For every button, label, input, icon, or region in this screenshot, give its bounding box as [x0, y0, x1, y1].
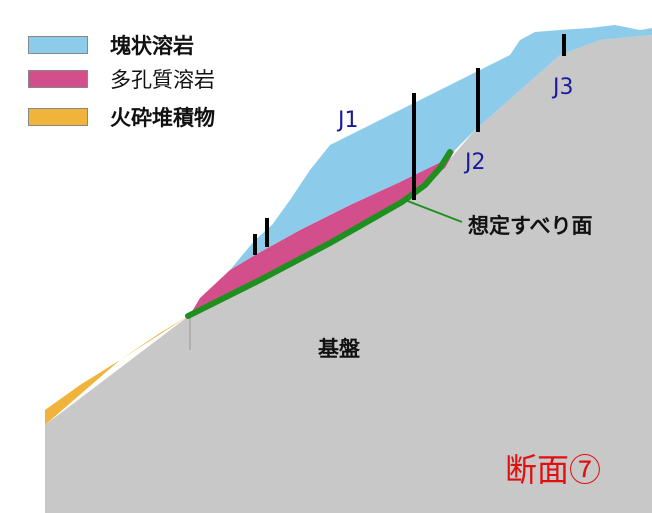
- massive-lava-layer: [230, 25, 652, 270]
- legend-swatch-porous-lava: [28, 70, 88, 88]
- section-number-label: 断面⑦: [505, 451, 602, 489]
- slip-surface-line: [185, 149, 453, 319]
- legend-swatch-massive-lava: [28, 36, 88, 54]
- legend-swatch-pyroclastic-deposit: [28, 108, 88, 126]
- legend-label-porous-lava: 多孔質溶岩: [110, 68, 215, 92]
- legend-item-massive-lava: 塊状溶岩: [28, 30, 194, 60]
- porous-lava-layer: [190, 150, 455, 315]
- slip-surface-label: 想定すべり面: [468, 214, 593, 238]
- legend-item-pyroclastic-deposit: 火砕堆積物: [28, 102, 215, 132]
- legend-item-porous-lava: 多孔質溶岩: [28, 64, 215, 94]
- legend-label-pyroclastic-deposit: 火砕堆積物: [110, 105, 215, 130]
- borehole-label-j3: J3: [553, 75, 574, 100]
- bedrock-label: 基盤: [318, 337, 360, 361]
- bedrock-layer: [45, 35, 652, 513]
- slip-surface-leader: [404, 199, 463, 223]
- legend-label-massive-lava: 塊状溶岩: [110, 33, 194, 58]
- borehole-label-j2: J2: [465, 150, 486, 175]
- borehole-label-j1: J1: [338, 108, 359, 133]
